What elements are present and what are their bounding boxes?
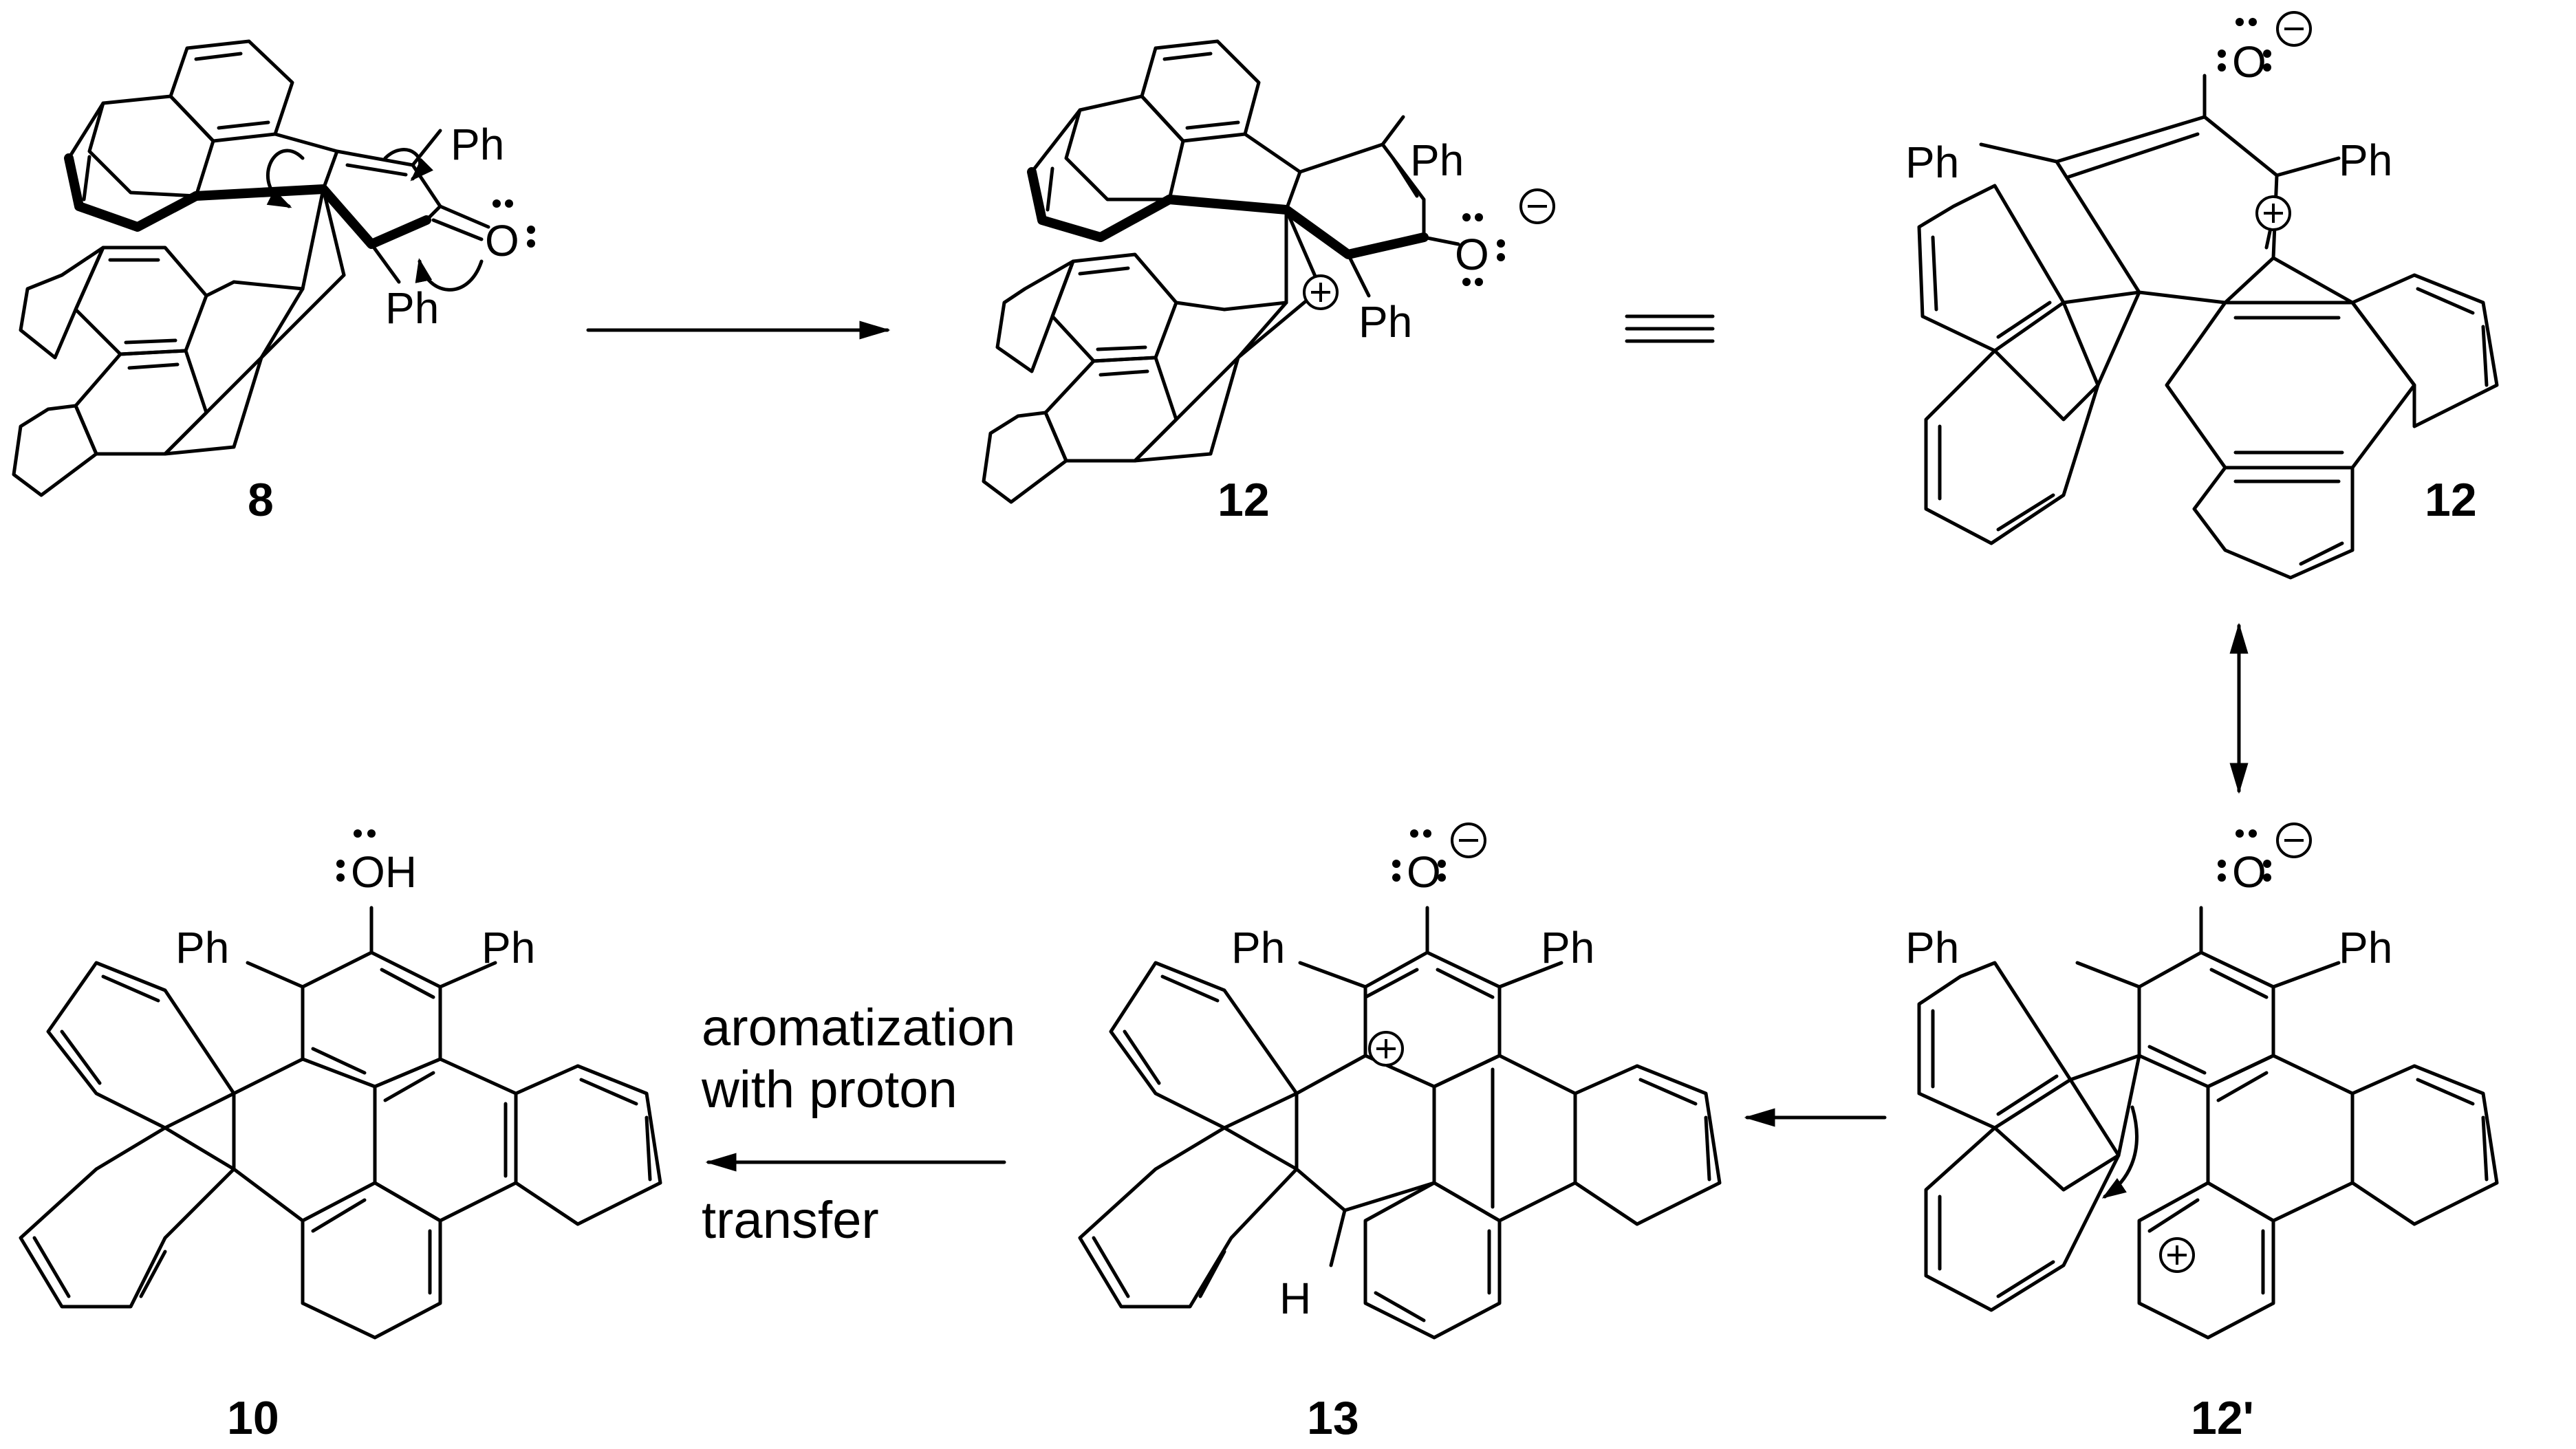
- compound-12-flat-oxygen: O: [2232, 37, 2266, 87]
- aromatization-note-line1: aromatization: [702, 999, 1015, 1057]
- compound-10-lone-pairs: [336, 829, 376, 882]
- compound-10-hydroxyl: OH: [351, 847, 417, 897]
- compound-12-prime-cation: [2159, 1237, 2195, 1273]
- compound-8-lone-pairs: [493, 199, 535, 248]
- compound-12-prime-ph-right: Ph: [2339, 923, 2392, 972]
- compound-12-perspective-ph-top: Ph: [1410, 135, 1464, 185]
- compound-13-structure: [1078, 906, 1722, 1340]
- aromatization-note-line3: transfer: [702, 1191, 879, 1250]
- compound-12-prime-ph-left: Ph: [1905, 923, 1959, 972]
- compound-13-lone-pairs: [1392, 829, 1446, 882]
- compound-12-flat-anion: [2276, 11, 2312, 47]
- compound-10-ph-left: Ph: [175, 923, 229, 972]
- compound-12-flat-cation: [2255, 195, 2291, 231]
- compound-12-prime-lone-pairs: [2218, 829, 2271, 882]
- compound-12-prime-label: 12': [2191, 1392, 2254, 1444]
- compound-12-perspective-anion: [1519, 188, 1555, 224]
- compound-12-perspective-label: 12: [1217, 474, 1270, 526]
- compound-12-perspective-cation: [1303, 274, 1339, 310]
- compound-12-prime-structure: [1917, 906, 2499, 1340]
- compound-13-hydrogen: H: [1279, 1274, 1311, 1323]
- compound-12-perspective-lone-pairs: [1462, 213, 1505, 286]
- equivalence-sign: [1625, 314, 1715, 343]
- compound-13-ph-right: Ph: [1541, 923, 1594, 972]
- compound-12-prime-anion: [2276, 822, 2312, 858]
- compound-10-ph-right: Ph: [481, 923, 535, 972]
- compound-8-label: 8: [248, 474, 274, 526]
- compound-8-ph-top: Ph: [451, 120, 504, 169]
- compound-12-prime-oxygen: O: [2232, 847, 2266, 897]
- compound-8-ph-bottom: Ph: [385, 283, 439, 333]
- compound-13-oxygen: O: [1407, 847, 1441, 897]
- aromatization-note-line2: with proton: [701, 1060, 957, 1119]
- compound-12-flat-ph-left: Ph: [1905, 138, 1959, 187]
- compound-12-flat-label: 12: [2425, 474, 2477, 526]
- compound-10-label: 10: [227, 1392, 279, 1444]
- compound-12-perspective-ph-bottom: Ph: [1359, 297, 1412, 347]
- compound-12-flat-ph-right: Ph: [2339, 135, 2392, 185]
- compound-12-flat-lone-pairs: [2218, 18, 2271, 72]
- compound-10-structure: [19, 906, 662, 1340]
- compound-12-perspective-structure: [982, 39, 1460, 504]
- compound-8-oxygen: O: [485, 216, 519, 265]
- compound-12-perspective-oxygen: O: [1455, 230, 1489, 279]
- compound-12-flat-structure: [1917, 74, 2499, 580]
- compound-13-ph-left: Ph: [1231, 923, 1285, 972]
- compound-13-anion: [1451, 822, 1486, 858]
- compound-13-cation: [1368, 1031, 1404, 1067]
- compound-8-structure: [12, 39, 490, 497]
- compound-13-label: 13: [1307, 1392, 1359, 1444]
